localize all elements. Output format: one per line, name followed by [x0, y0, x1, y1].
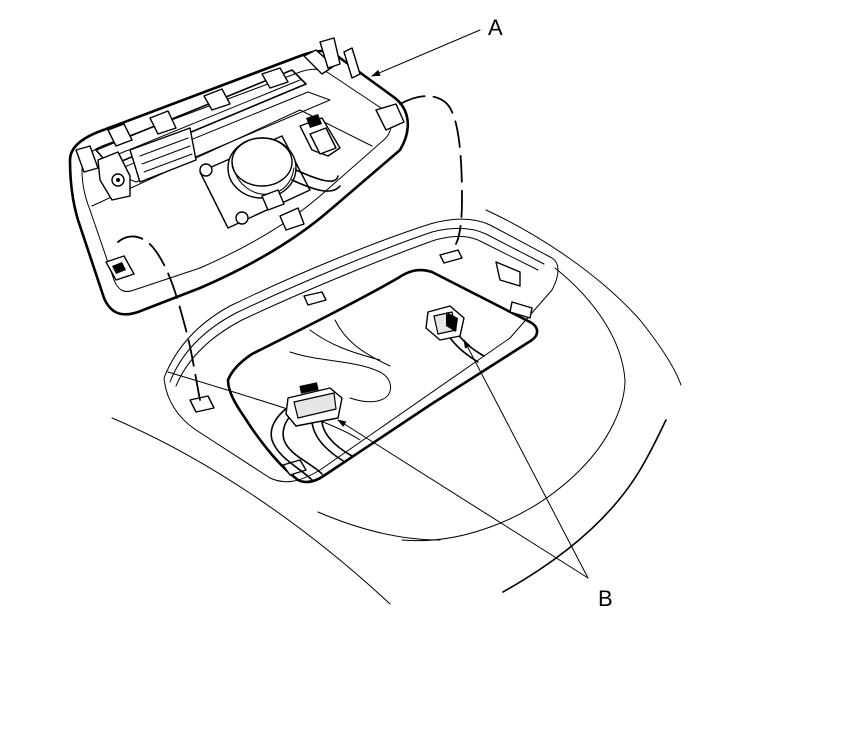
harness-connector-left — [270, 382, 353, 481]
headliner-roof-lines — [111, 209, 682, 605]
roof-opening-recess — [163, 218, 559, 484]
callout-leader-b — [337, 339, 589, 579]
harness-connector-right — [425, 305, 485, 363]
alignment-dashed-lines — [117, 95, 463, 401]
overhead-console-assembly — [68, 37, 409, 316]
callout-leader-a — [371, 29, 481, 77]
callout-label-b: B — [598, 586, 613, 611]
callout-label-a: A — [488, 15, 503, 40]
